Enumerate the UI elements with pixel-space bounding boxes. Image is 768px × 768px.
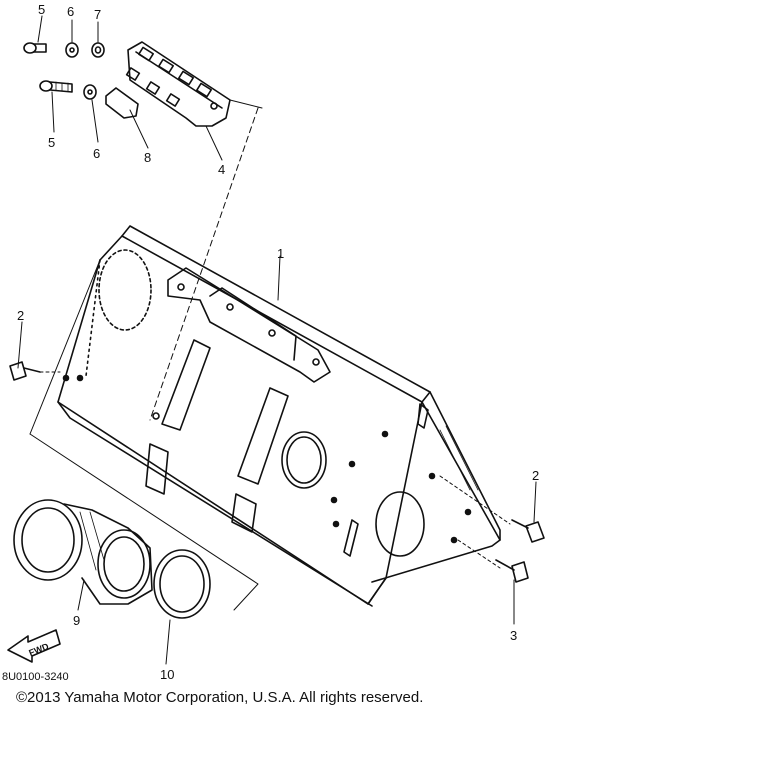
reference-lines: [29, 99, 511, 611]
part-10-ring: [153, 549, 211, 619]
callout-labels: 5 6 7 5 6 8 4 1 2 2 3 9 10 8U0100-3240: [2, 2, 539, 683]
callout-2-left: 2: [17, 308, 24, 323]
callout-6-lower: 6: [93, 146, 100, 161]
part-9-boot: [13, 499, 153, 605]
copyright-notice: ©2013 Yamaha Motor Corporation, U.S.A. A…: [16, 689, 424, 706]
drawing-code: 8U0100-3240: [2, 671, 69, 683]
callout-10: 10: [160, 667, 174, 682]
callout-5-lower: 5: [48, 135, 55, 150]
callout-1: 1: [277, 246, 284, 261]
callout-3: 3: [510, 628, 517, 643]
callout-8: 8: [144, 150, 151, 165]
fwd-arrow-icon: FWD: [7, 629, 61, 663]
callout-6-upper: 6: [67, 4, 74, 19]
part-4-step: [125, 41, 231, 127]
callout-5-upper: 5: [38, 2, 45, 17]
leader-lines: [17, 15, 537, 665]
fasteners-top: [23, 42, 105, 100]
bolts-side: [9, 361, 545, 583]
callout-4: 4: [218, 162, 225, 177]
part-1-plate: [57, 225, 501, 607]
callout-2-right: 2: [532, 468, 539, 483]
callout-7: 7: [94, 7, 101, 22]
fwd-label: FWD: [27, 641, 50, 658]
callout-9: 9: [73, 613, 80, 628]
part-8-clip: [105, 87, 139, 119]
